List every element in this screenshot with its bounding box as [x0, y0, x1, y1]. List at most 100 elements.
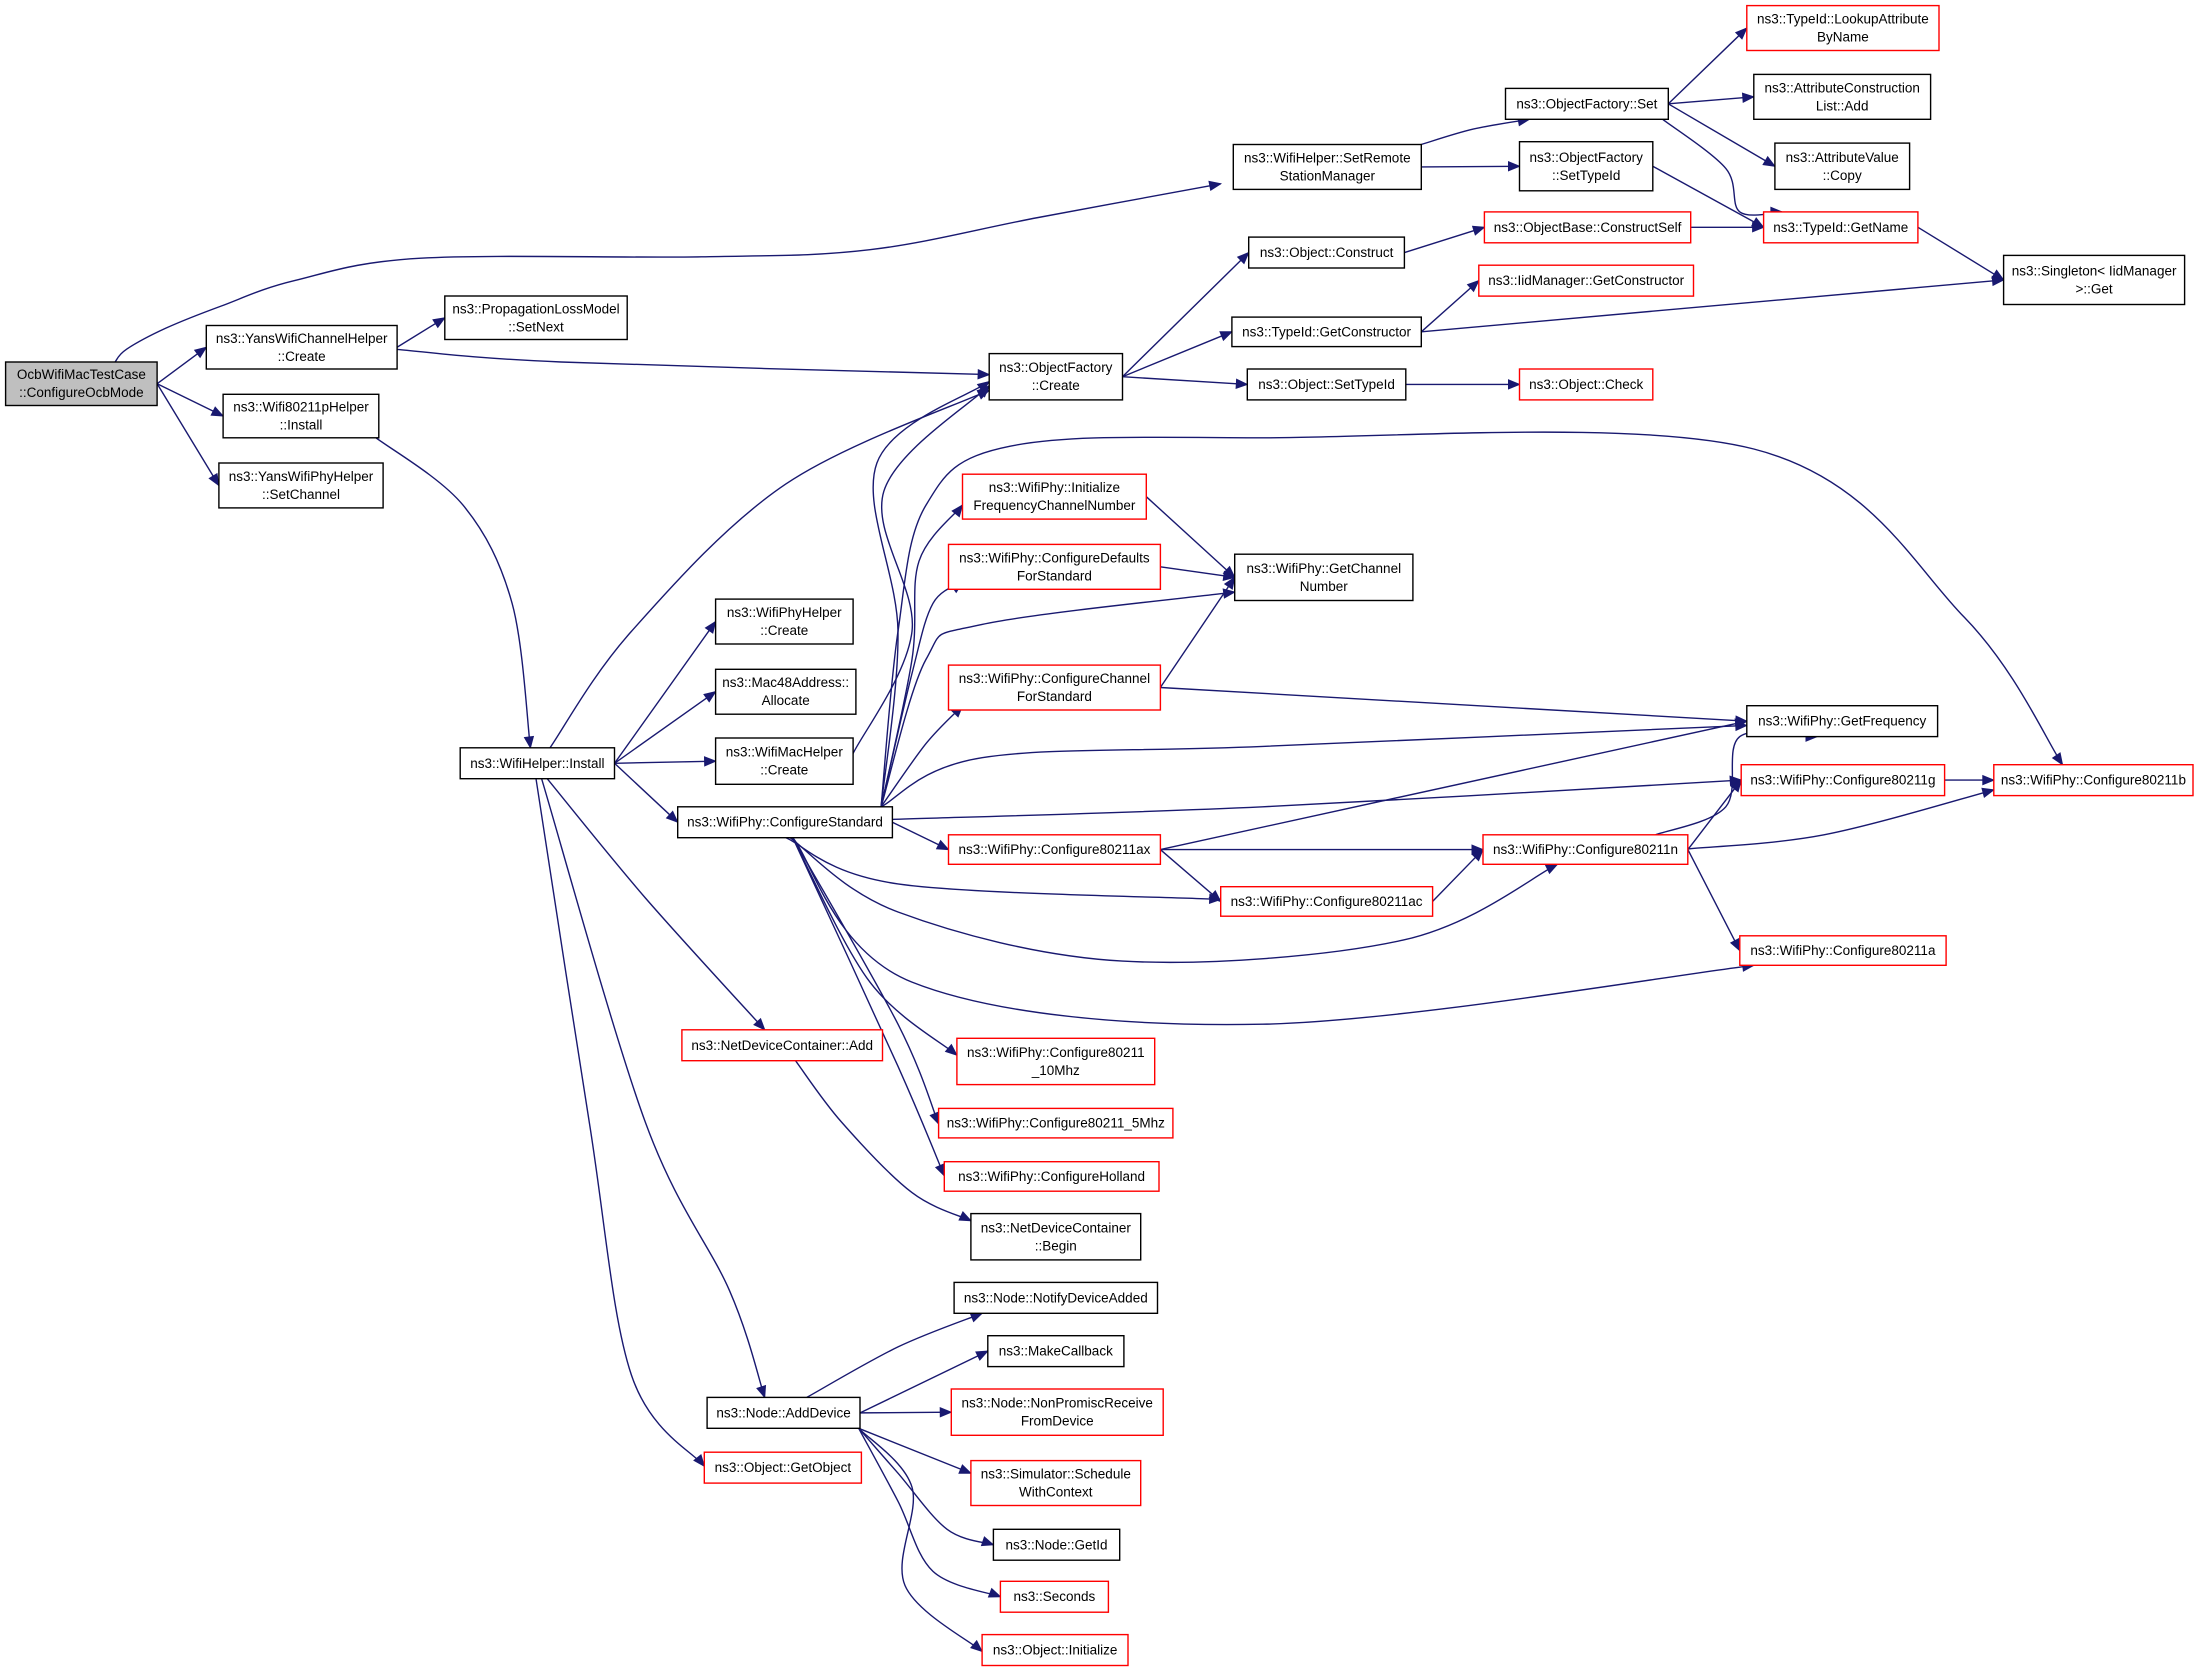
call-edge-line: [792, 837, 958, 1056]
node-label: ns3::MakeCallback: [999, 1344, 1113, 1359]
arrowhead-icon: [958, 1211, 973, 1222]
call-edge-cfgstandard-to-cfg80211n: [789, 837, 1559, 963]
call-edge-line: [114, 183, 1221, 363]
call-edge-line: [792, 837, 940, 1125]
function-node-makecallback[interactable]: ns3::MakeCallback: [987, 1334, 1125, 1368]
function-node-cfg10mhz[interactable]: ns3::WifiPhy::Configure80211_10Mhz: [956, 1037, 1156, 1086]
function-node-cfgdefaults[interactable]: ns3::WifiPhy::ConfigureDefaultsForStanda…: [947, 543, 1162, 591]
function-node-root[interactable]: OcbWifiMacTestCase::ConfigureOcbMode: [4, 361, 158, 407]
node-box: [1740, 764, 1946, 797]
call-edge-cfg80211ax-to-getfreq: [1160, 718, 1749, 851]
node-label: ns3::WifiPhy::Configure80211b: [2001, 773, 2186, 788]
call-edge-cfgstandard-to-cfg80211g: [892, 775, 1743, 821]
function-node-ofset[interactable]: ns3::ObjectFactory::Set: [1504, 87, 1670, 121]
function-node-ofcreate[interactable]: ns3::ObjectFactory::Create: [988, 352, 1124, 401]
call-edge-line: [794, 1060, 972, 1222]
node-label: ns3::AttributeValue: [1786, 150, 1899, 165]
arrowhead-icon: [1981, 787, 1996, 798]
call-edge-line: [785, 836, 1221, 901]
function-node-cfgstandard[interactable]: ns3::WifiPhy::ConfigureStandard: [677, 806, 894, 839]
function-node-cfg80211n[interactable]: ns3::WifiPhy::Configure80211n: [1482, 834, 1689, 865]
function-node-cfgchannel[interactable]: ns3::WifiPhy::ConfigureChannelForStandar…: [947, 664, 1162, 711]
function-node-seconds[interactable]: ns3::Seconds: [999, 1580, 1110, 1613]
node-box: [1246, 368, 1407, 401]
function-node-typeidgetconstr[interactable]: ns3::TypeId::GetConstructor: [1231, 316, 1423, 348]
function-node-iidgetconstr[interactable]: ns3::IidManager::GetConstructor: [1478, 264, 1695, 297]
function-node-attrvalcopy[interactable]: ns3::AttributeValue::Copy: [1774, 142, 1911, 191]
function-node-cfg80211g[interactable]: ns3::WifiPhy::Configure80211g: [1740, 764, 1946, 797]
node-label: Allocate: [762, 693, 810, 708]
node-box: [987, 1334, 1125, 1368]
call-edge-nodeadddevice-to-simschedule: [858, 1427, 973, 1474]
function-node-nodegetid[interactable]: ns3::Node::GetId: [992, 1528, 1121, 1561]
node-box: [714, 737, 854, 785]
node-label: ns3::WifiPhy::Configure80211_5Mhz: [947, 1116, 1165, 1131]
function-node-ndcbegin[interactable]: ns3::NetDeviceContainer::Begin: [970, 1212, 1142, 1261]
node-box: [961, 473, 1148, 520]
function-node-yansphy[interactable]: ns3::YansWifiPhyHelper::SetChannel: [218, 462, 384, 509]
function-node-cfg5mhz[interactable]: ns3::WifiPhy::Configure80211_5Mhz: [937, 1107, 1174, 1139]
call-edge-cfg80211ac-to-cfg80211n: [1432, 848, 1484, 902]
function-node-objinit[interactable]: ns3::Object::Initialize: [981, 1633, 1129, 1667]
call-edge-line: [880, 581, 963, 807]
function-node-mac48[interactable]: ns3::Mac48Address::Allocate: [714, 668, 857, 715]
arrowhead-icon: [1471, 225, 1486, 236]
call-edge-line: [614, 760, 716, 764]
call-edge-wifihelperinstall-to-nodeadddevice: [540, 778, 767, 1399]
node-label: ::ConfigureOcbMode: [19, 385, 144, 400]
function-node-machelpercreate[interactable]: ns3::WifiMacHelper::Create: [714, 737, 854, 785]
function-node-cfg80211ax[interactable]: ns3::WifiPhy::Configure80211ax: [947, 834, 1162, 865]
function-node-cfg80211a[interactable]: ns3::WifiPhy::Configure80211a: [1739, 935, 1947, 966]
function-node-phyhelpercreate[interactable]: ns3::WifiPhyHelper::Create: [714, 598, 854, 645]
arrowhead-icon: [665, 810, 679, 824]
function-nodes: OcbWifiMacTestCase::ConfigureOcbModens3:…: [4, 4, 2194, 1667]
node-box: [947, 543, 1162, 591]
function-node-constructself[interactable]: ns3::ObjectBase::ConstructSelf: [1483, 211, 1692, 244]
node-label: ns3::WifiHelper::Install: [470, 756, 604, 771]
function-node-cfgholland[interactable]: ns3::WifiPhy::ConfigureHolland: [943, 1160, 1160, 1192]
arrowhead-icon: [1730, 779, 1742, 793]
function-node-getobject[interactable]: ns3::Object::GetObject: [703, 1451, 863, 1484]
node-box: [943, 1160, 1160, 1192]
node-label: ns3::YansWifiPhyHelper: [229, 469, 374, 484]
function-node-cfg80211ac[interactable]: ns3::WifiPhy::Configure80211ac: [1219, 886, 1434, 917]
function-node-getname[interactable]: ns3::TypeId::GetName: [1762, 211, 1919, 244]
function-node-objconstruct[interactable]: ns3::Object::Construct: [1247, 236, 1406, 269]
node-label: ns3::TypeId::GetName: [1773, 220, 1908, 235]
function-node-initfreq[interactable]: ns3::WifiPhy::InitializeFrequencyChannel…: [961, 473, 1148, 520]
function-node-singleton[interactable]: ns3::Singleton< IidManager>::Get: [2002, 254, 2186, 306]
node-box: [992, 1528, 1121, 1561]
call-edge-nodeadddevice-to-makecallback: [859, 1350, 989, 1414]
call-edge-nodeadddevice-to-nodegetid: [858, 1427, 995, 1547]
node-label: ns3::WifiPhy::GetFrequency: [1758, 714, 1926, 729]
function-node-proploss[interactable]: ns3::PropagationLossModel::SetNext: [444, 295, 628, 341]
function-node-yanschan[interactable]: ns3::YansWifiChannelHelper::Create: [205, 324, 398, 370]
node-box: [970, 1459, 1142, 1507]
function-node-ofsettypeid[interactable]: ns3::ObjectFactory::SetTypeId: [1518, 140, 1654, 192]
arrowhead-icon: [1734, 27, 1748, 40]
node-box: [937, 1107, 1174, 1139]
node-box: [4, 361, 158, 407]
node-box: [2002, 254, 2186, 306]
function-node-getfreq[interactable]: ns3::WifiPhy::GetFrequency: [1746, 705, 1939, 738]
function-node-wifihelperinstall[interactable]: ns3::WifiHelper::Install: [459, 747, 616, 780]
function-node-w80211p[interactable]: ns3::Wifi80211pHelper::Install: [222, 393, 380, 439]
function-node-ndcadd[interactable]: ns3::NetDeviceContainer::Add: [681, 1029, 884, 1062]
node-label: ns3::Wifi80211pHelper: [233, 400, 369, 415]
call-edge-ofset-to-getname: [1662, 118, 1784, 218]
function-node-nodeadddevice[interactable]: ns3::Node::AddDevice: [706, 1396, 861, 1430]
call-edge-ofcreate-to-objsettypeid: [1122, 376, 1249, 390]
function-node-objsettypeid[interactable]: ns3::Object::SetTypeId: [1246, 368, 1407, 401]
function-node-cfg80211b[interactable]: ns3::WifiPhy::Configure80211b: [1993, 764, 2194, 797]
node-label: ::SetNext: [508, 319, 564, 334]
call-edge-nodeadddevice-to-objinit: [858, 1427, 984, 1653]
function-node-notifydev[interactable]: ns3::Node::NotifyDeviceAdded: [953, 1281, 1159, 1315]
function-node-objcheck[interactable]: ns3::Object::Check: [1518, 368, 1654, 401]
arrowhead-icon: [975, 1350, 989, 1361]
